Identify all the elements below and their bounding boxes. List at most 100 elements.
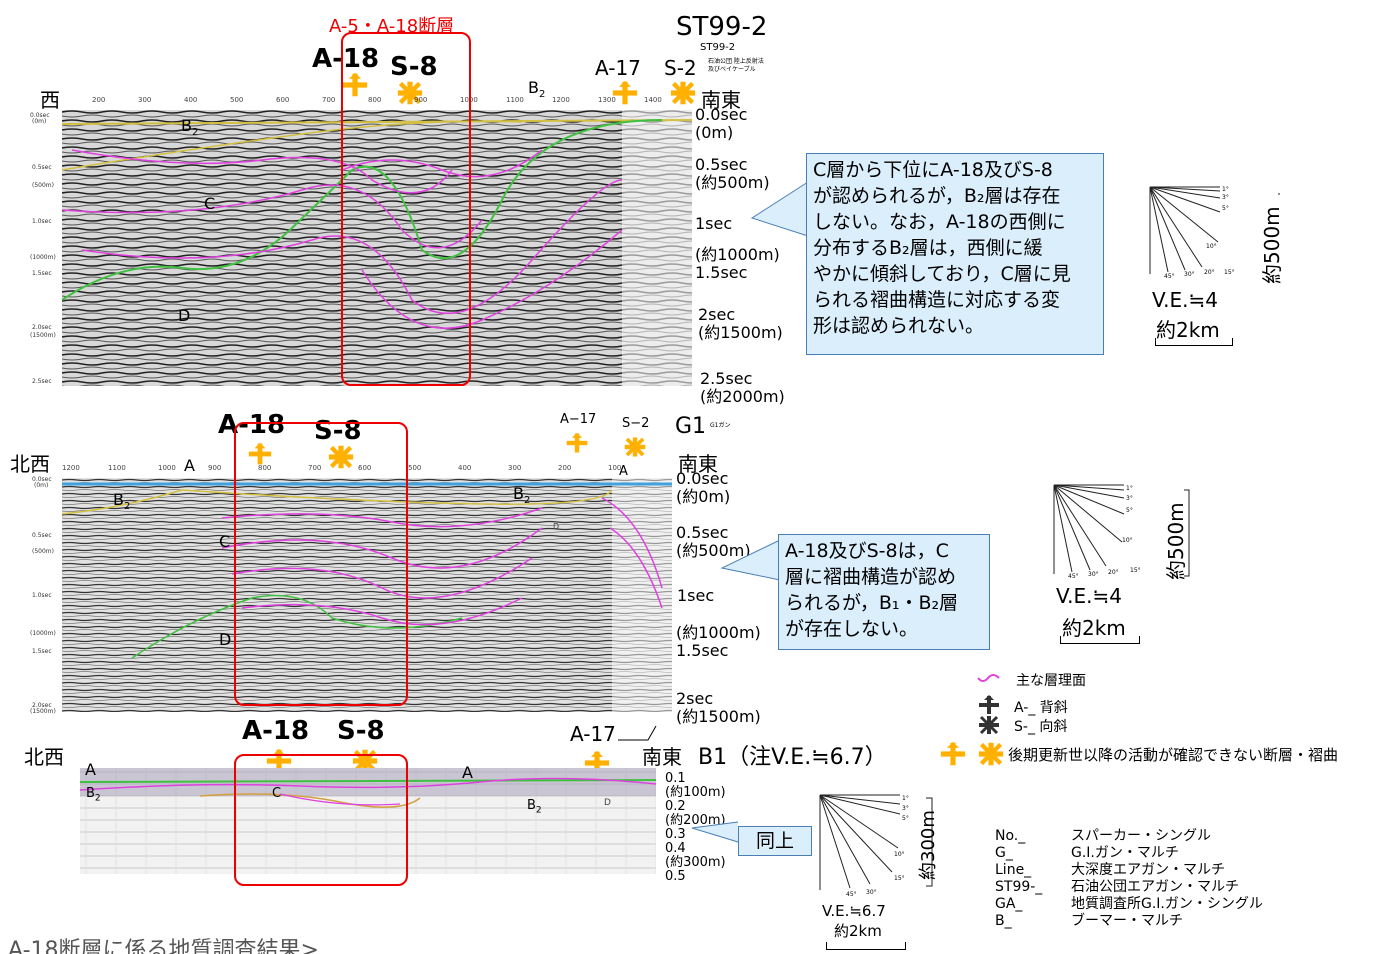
time-depth-axis: 2sec(約1500m) xyxy=(676,690,761,726)
svg-text:10°: 10° xyxy=(894,851,905,858)
svg-text:1°: 1° xyxy=(902,795,909,802)
left-time-axis: 0.0sec (0m) 0.5sec (500m) 1.0sec (1000m)… xyxy=(30,476,62,716)
svg-text:20°: 20° xyxy=(1108,569,1119,576)
line-type-codes: No._ G_ Line_ ST99-_ GA_ B_ xyxy=(995,828,1042,930)
line-type-desc: 地質調査所G.I.ガン・シングル xyxy=(1071,896,1263,913)
time-depth-axis: (約1000m)1.5sec xyxy=(695,246,780,282)
line-type-descriptions: スパーカー・シングル G.I.ガン・マルチ 大深度エアガン・マルチ 石油公団エア… xyxy=(1071,828,1263,930)
ve-label: V.E.≒6.7 xyxy=(822,902,886,920)
line-name-b1: B1（注V.E.≒6.7） xyxy=(698,739,887,771)
svg-text:3°: 3° xyxy=(1222,194,1229,201)
svg-text:15°: 15° xyxy=(1224,269,1235,276)
svg-text:5°: 5° xyxy=(1126,507,1133,514)
marker-a17-label: A−17 xyxy=(560,412,596,427)
time-label: 1sec xyxy=(695,214,732,233)
layer-b2-label: B2 xyxy=(527,798,542,816)
line-type-code: G_ xyxy=(995,845,1042,862)
svg-text:30°: 30° xyxy=(1184,271,1195,278)
layer-c-label: C xyxy=(204,194,215,213)
callout-pointer xyxy=(720,530,782,590)
ve-label: V.E.≒4 xyxy=(1152,288,1218,312)
svg-text:10°: 10° xyxy=(1206,243,1217,250)
horizon-line-icon xyxy=(977,672,1003,686)
line-type-desc: ブーマー・マルチ xyxy=(1071,913,1263,930)
svg-text:1°: 1° xyxy=(1126,485,1133,492)
line-sub: ST99-2 xyxy=(700,42,735,53)
legend-late-activity: 後期更新世以降の活動が確認できない断層・褶曲 xyxy=(1008,744,1338,765)
svg-text:45°: 45° xyxy=(1164,273,1175,280)
syncline-icon xyxy=(978,741,1004,767)
line-name-g1: G1 xyxy=(675,414,706,439)
marker-a17-label: A-17 xyxy=(570,722,616,746)
time-depth-axis: 2sec(約1500m) xyxy=(698,306,783,342)
svg-text:10°: 10° xyxy=(1122,537,1133,544)
layer-c-label: C xyxy=(219,532,230,551)
callout-pointer xyxy=(750,152,810,242)
callout-panel3: 同上 xyxy=(738,826,812,856)
depth-scale-label: 約500m xyxy=(1160,502,1189,580)
callout-panel1: C層から下位にA-18及びS-8 が認められるが，B₂層は存在 しない。なお，A… xyxy=(806,153,1104,355)
svg-text:30°: 30° xyxy=(1088,571,1099,578)
fault-zone-box xyxy=(234,422,408,706)
line-type-desc: スパーカー・シングル xyxy=(1071,828,1263,845)
marker-a17-label: A-17 xyxy=(595,56,641,80)
layer-a-label: A xyxy=(85,760,96,779)
layer-b2-label: B2 xyxy=(86,786,101,804)
layer-a-label: A xyxy=(184,456,195,475)
layer-b2-label: B2 xyxy=(528,78,545,100)
distance-scale-bar xyxy=(826,942,906,950)
line-type-code: ST99-_ xyxy=(995,879,1042,896)
layer-d-label: D xyxy=(219,630,231,649)
marker-a18-label: A-18 xyxy=(242,716,309,746)
anticline-icon xyxy=(940,741,966,767)
marker-s2-label: S−2 xyxy=(622,416,649,431)
layer-d-label: D xyxy=(604,798,611,808)
marker-s2-label: S-2 xyxy=(664,56,697,80)
svg-text:5°: 5° xyxy=(1222,205,1229,212)
layer-b2-label: B2 xyxy=(181,116,198,138)
svg-text:45°: 45° xyxy=(846,891,857,898)
fault-zone-box xyxy=(341,32,471,386)
line-sub3: 及びベイケーブル xyxy=(708,64,756,73)
legend-syncline: S-_ 向斜 xyxy=(1014,716,1067,736)
footer-title: A-18断層に係る地質調査結果> xyxy=(8,932,319,954)
line-type-code: B_ xyxy=(995,913,1042,930)
callout-panel2: A-18及びS-8は，C 層に褶曲構造が認め られるが，B₁・B₂層 が存在しな… xyxy=(778,534,990,650)
ve-label: V.E.≒4 xyxy=(1056,584,1122,608)
layer-a-label: A xyxy=(619,464,628,479)
svg-text:3°: 3° xyxy=(1126,495,1133,502)
callout-pointer xyxy=(690,820,740,850)
svg-text:3°: 3° xyxy=(902,805,909,812)
direction-northwest: 北西 xyxy=(24,741,64,770)
line-type-code: Line_ xyxy=(995,862,1042,879)
depth-scale-label: 約500m xyxy=(1256,206,1285,284)
layer-b2-label: B2 xyxy=(513,484,530,506)
legend-anticline: A-_ 背斜 xyxy=(1014,697,1068,717)
time-depth-axis: 0.0sec(約0m) xyxy=(676,470,730,506)
time-depth-axis: 0.0sec(0m) xyxy=(695,106,747,142)
line-type-desc: 大深度エアガン・マルチ xyxy=(1071,862,1263,879)
line-type-desc: 石油公団エアガン・マルチ xyxy=(1071,879,1263,896)
layer-d-label: D xyxy=(178,306,190,325)
direction-northwest: 北西 xyxy=(10,448,50,477)
legend-horizon: 主な層理面 xyxy=(1016,670,1086,690)
time-depth-axis: (約1000m)1.5sec xyxy=(676,624,761,660)
svg-text:15°: 15° xyxy=(894,875,905,882)
direction-southeast: 南東 xyxy=(642,741,682,770)
layer-d-label: D xyxy=(553,522,559,531)
fault-zone-box xyxy=(234,754,408,886)
distance-scale-bar xyxy=(1060,636,1140,644)
distance-scale-bar xyxy=(1155,338,1233,346)
marker-s8-label: S-8 xyxy=(337,716,385,746)
direction-west: 西 xyxy=(40,84,60,113)
depth-scale-label: 約300m xyxy=(914,810,940,880)
line-type-code: No._ xyxy=(995,828,1042,845)
svg-text:30°: 30° xyxy=(866,889,877,896)
left-time-axis: 0.0sec (0m) 0.5sec (500m) 1.0sec (1000m)… xyxy=(30,110,62,390)
svg-text:15°: 15° xyxy=(1130,567,1141,574)
svg-text:1°: 1° xyxy=(1222,186,1229,193)
anticline-icon xyxy=(566,432,588,454)
syncline-legend-icon xyxy=(978,714,1000,736)
line-sub: G1ガン xyxy=(710,420,730,429)
layer-a-label: A xyxy=(462,763,473,782)
